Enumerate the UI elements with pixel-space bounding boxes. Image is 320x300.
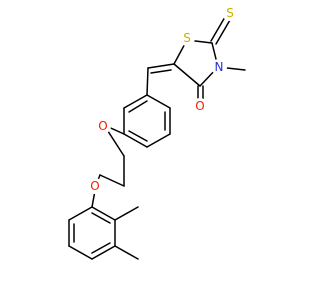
- bond-ringB-3-4: [91, 245, 116, 260]
- bond-ringA-3-4: [146, 133, 171, 148]
- atom-labels: S S N O O O: [87, 5, 238, 194]
- bond-ringB-inner-a: [91, 212, 111, 224]
- bond-ringA-inner-c: [128, 130, 148, 142]
- bond-c2-s-double-b: [215, 19, 231, 45]
- bond-c5-methine: [147, 63, 175, 69]
- ring-nitrogen-label: N: [215, 60, 224, 74]
- carbonyl-oxygen-atom: O: [192, 98, 208, 114]
- bonds: [68, 16, 246, 260]
- aryl-ether-oxygen-label: O: [98, 119, 107, 133]
- bond-ringA-1-2: [146, 94, 171, 109]
- xylyl-ether-oxygen-label: O: [90, 179, 99, 193]
- bond-ringB-1-2: [91, 206, 116, 221]
- xylyl-ether-oxygen-atom: O: [87, 178, 103, 194]
- bond-ringB-4-5: [68, 245, 93, 260]
- thione-sulfur-label: S: [226, 6, 234, 20]
- ring-sulfur-atom: S: [179, 30, 195, 46]
- ring-nitrogen-atom: N: [211, 59, 227, 75]
- bond-ringA-4-5: [123, 133, 148, 148]
- bond-ringA-6-1: [123, 94, 148, 109]
- bond-methine-aryl: [146, 67, 149, 96]
- structure-canvas: S S N O O O: [68, 5, 246, 260]
- bond-ringA-inner-b: [128, 100, 148, 113]
- bond-ringB-methyl-3: [114, 206, 139, 221]
- bond-ringB-methyl-4: [114, 245, 139, 260]
- carbonyl-oxygen-label: O: [195, 99, 204, 113]
- ring-sulfur-label: S: [183, 31, 191, 45]
- bond-c5-methine-double: [150, 69, 172, 74]
- bond-ch2b-ch2c: [99, 174, 125, 187]
- bond-ringB-6-1: [68, 206, 93, 221]
- bond-c2-s-double-a: [210, 16, 226, 42]
- bond-ringB-inner-b: [91, 242, 111, 254]
- thione-sulfur-atom: S: [222, 5, 238, 21]
- bond-c4-c5: [173, 63, 201, 87]
- molecule-drawing: S S N O O O: [68, 5, 246, 260]
- aryl-ether-oxygen-atom: O: [95, 118, 111, 134]
